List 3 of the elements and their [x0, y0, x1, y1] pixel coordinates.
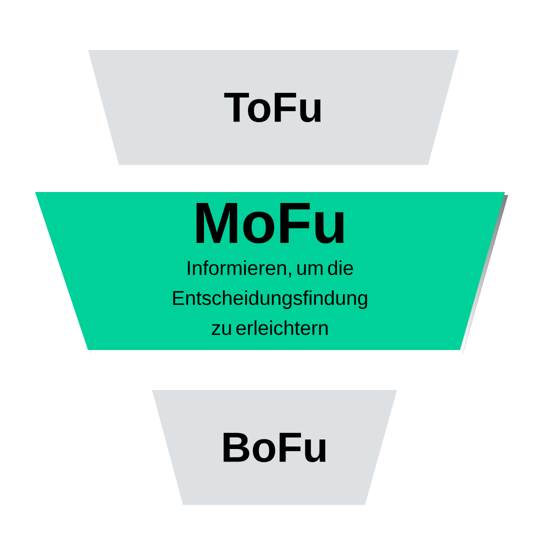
funnel-stage: MoFu Informieren, um die Entscheidungsfindung zu erleichtern [35, 192, 508, 353]
funnel-stage: ToFu [88, 50, 459, 165]
funnel-stage: BoFu [152, 390, 397, 505]
